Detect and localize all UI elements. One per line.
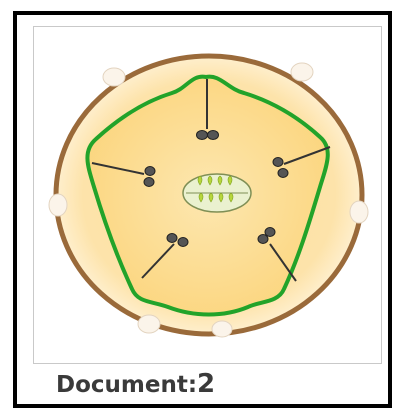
diagram-panel [33, 26, 382, 364]
center-structure [183, 174, 251, 212]
caption-number: 2 [197, 369, 215, 399]
diagram [34, 27, 381, 363]
document-caption: Document:2 [56, 371, 215, 398]
caption-label: Document: [56, 372, 197, 398]
